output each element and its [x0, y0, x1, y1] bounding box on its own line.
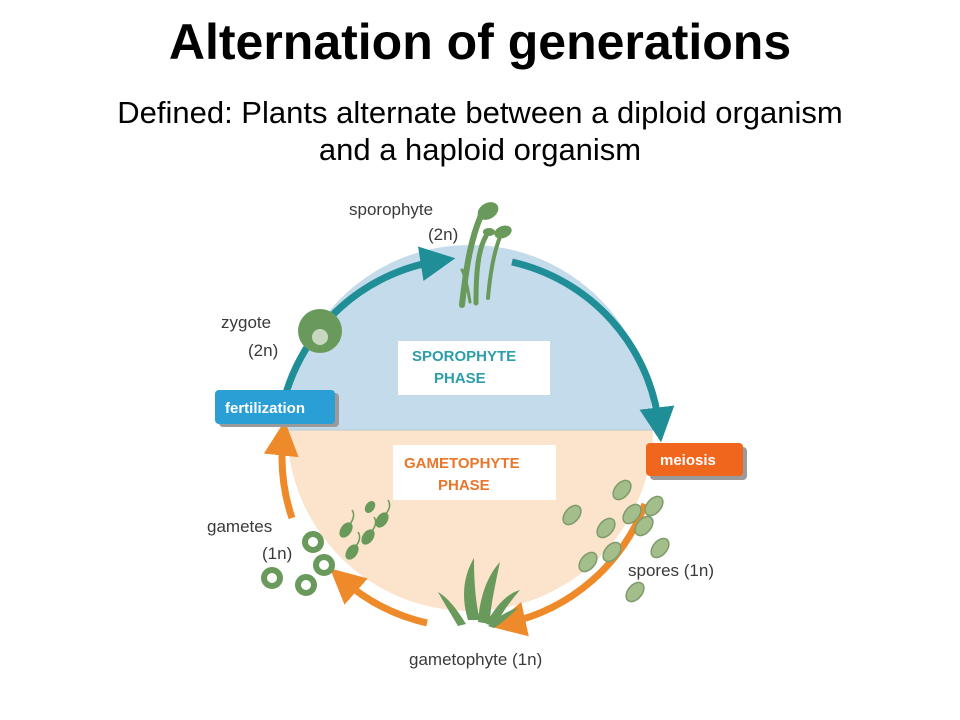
gametophyte-label: gametophyte (1n) — [409, 650, 542, 669]
sporophyte-phase-line-2: PHASE — [434, 370, 486, 387]
arrow-zygote-to-sporophyte — [280, 246, 456, 401]
spores-label: spores (1n) — [628, 561, 714, 580]
sporophyte-label: sporophyte — [349, 200, 433, 219]
meiosis-button[interactable]: meiosis — [646, 443, 747, 480]
arrow-gametes-to-fertilization — [263, 420, 299, 520]
arrow-spores-to-gametophyte — [490, 502, 649, 637]
zygote-icon — [298, 309, 342, 353]
gametophyte-phase-region — [287, 430, 653, 611]
sperm-icon — [339, 499, 391, 560]
zygote-ploidy-label: (2n) — [248, 341, 278, 360]
gametophyte-phase-line-1: GAMETOPHYTE — [404, 455, 520, 472]
sporophyte-ploidy-label: (2n) — [428, 225, 458, 244]
sporophyte-phase-box — [398, 341, 550, 395]
gametophyte-plant-icon — [438, 558, 520, 628]
gametophyte-phase-box — [393, 445, 556, 500]
egg-icon — [261, 531, 335, 596]
arrow-sporophyte-to-meiosis — [511, 258, 675, 443]
gametophyte-phase-line-2: PHASE — [438, 477, 490, 494]
sporophyte-phase-line-1: SPOROPHYTE — [412, 348, 516, 365]
arrow-gametophyte-to-gametes — [329, 568, 428, 627]
subtitle-line-1: Defined: Plants alternate between a dipl… — [117, 95, 843, 130]
meiosis-label: meiosis — [660, 452, 716, 469]
spores-icon — [562, 479, 670, 603]
gametes-ploidy-label: (1n) — [262, 544, 292, 563]
fertilization-label: fertilization — [225, 400, 305, 417]
gametes-label: gametes — [207, 517, 272, 536]
page-subtitle: Defined: Plants alternate between a dipl… — [0, 94, 960, 168]
sporophyte-phase-region — [287, 245, 653, 430]
fertilization-button[interactable]: fertilization — [215, 390, 339, 427]
sporophyte-plant-icon — [459, 202, 512, 308]
subtitle-line-2: and a haploid organism — [318, 132, 642, 167]
zygote-label: zygote — [221, 313, 271, 332]
page-title: Alternation of generations — [168, 14, 792, 70]
